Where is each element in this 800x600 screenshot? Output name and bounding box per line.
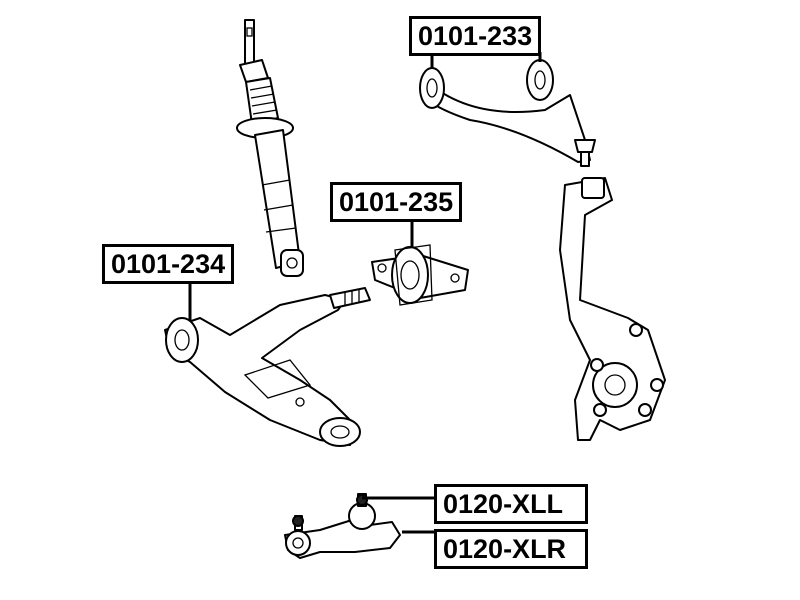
label-upper-control-arm: 0101-233: [409, 16, 542, 56]
label-bushing: 0101-235: [330, 182, 463, 222]
leader-lines: [188, 52, 542, 534]
ball-joint-drawing: [284, 493, 401, 559]
label-lower-control-arm: 0101-234: [102, 244, 235, 284]
label-ball-joint-right: 0120-XLR: [434, 529, 588, 569]
steering-knuckle-drawing: [559, 177, 666, 441]
label-ball-joint-left: 0120-XLL: [434, 484, 588, 524]
lower-control-arm-drawing: [164, 287, 371, 447]
bushing-drawing: [371, 244, 469, 306]
shock-absorber-drawing: [236, 19, 304, 277]
upper-control-arm-drawing: [419, 59, 596, 167]
